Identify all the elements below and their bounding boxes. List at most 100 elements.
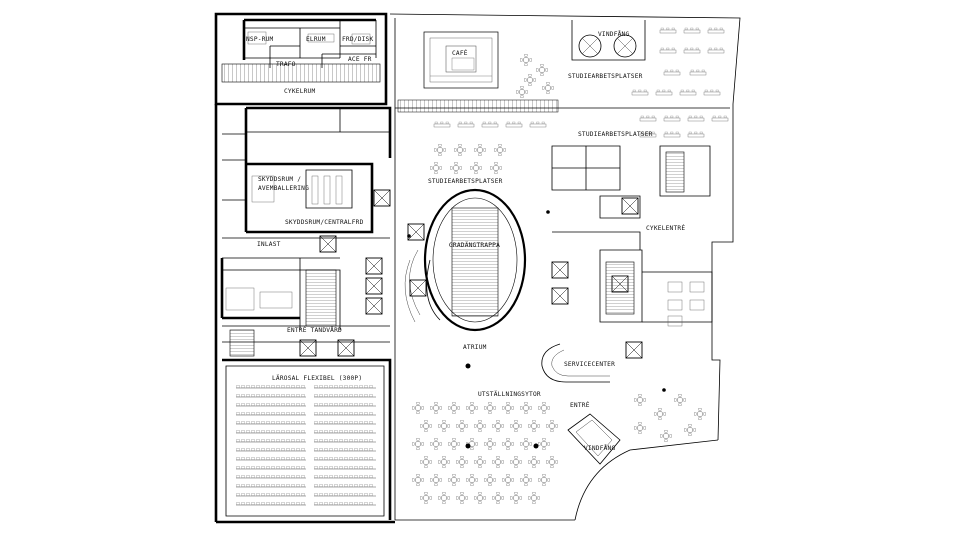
label-gradangtrappa: GRADÄNGTRAPPA: [449, 240, 500, 249]
label-entre-tandvard: ENTRÉ TANDVÅRD: [287, 325, 342, 334]
seat: [291, 448, 295, 451]
seat: [266, 466, 270, 469]
seat: [349, 421, 353, 424]
seat: [256, 394, 260, 397]
seat: [281, 439, 285, 442]
seat: [246, 484, 250, 487]
seat: [314, 403, 318, 406]
round-table: [527, 419, 541, 433]
round-table: [683, 423, 697, 437]
seat: [329, 502, 333, 505]
seat: [301, 430, 305, 433]
seat: [291, 421, 295, 424]
label-vindfang-bottom: VINDFÅNG: [584, 443, 615, 452]
seat: [286, 403, 290, 406]
seat: [324, 493, 328, 496]
seat: [296, 457, 300, 460]
seat: [339, 475, 343, 478]
seat: [329, 394, 333, 397]
seat: [291, 484, 295, 487]
seat: [236, 439, 240, 442]
seat: [324, 466, 328, 469]
seat: [296, 502, 300, 505]
seat: [329, 430, 333, 433]
seat: [319, 475, 323, 478]
round-table: [437, 455, 451, 469]
seat: [291, 430, 295, 433]
seat: [236, 502, 240, 505]
round-table: [633, 393, 647, 407]
round-table: [429, 401, 443, 415]
desk-row: [663, 131, 681, 138]
seat: [354, 385, 358, 388]
seat: [291, 493, 295, 496]
seat: [319, 430, 323, 433]
seat: [281, 448, 285, 451]
seat: [296, 385, 300, 388]
seat: [261, 412, 265, 415]
round-table: [473, 143, 487, 157]
seat: [324, 430, 328, 433]
seat: [296, 484, 300, 487]
seat: [296, 403, 300, 406]
seat: [236, 421, 240, 424]
seat: [314, 421, 318, 424]
central-stair: [404, 188, 527, 332]
seat: [266, 457, 270, 460]
seat: [281, 484, 285, 487]
seat: [344, 484, 348, 487]
seat: [324, 385, 328, 388]
label-servicecenter: SERVICECENTER: [564, 361, 615, 368]
seat: [256, 457, 260, 460]
seat: [314, 412, 318, 415]
seat: [334, 394, 338, 397]
seat: [301, 412, 305, 415]
seat: [266, 403, 270, 406]
seat: [314, 448, 318, 451]
seat: [256, 385, 260, 388]
round-table: [455, 419, 469, 433]
seat: [329, 385, 333, 388]
seat: [276, 394, 280, 397]
seat: [291, 403, 295, 406]
label-trafo: TRAFO: [276, 61, 296, 68]
label-studie-center: STUDIEARBETSPLATSER: [428, 178, 503, 185]
seat: [339, 394, 343, 397]
seat: [256, 484, 260, 487]
round-table: [537, 473, 551, 487]
seat: [251, 403, 255, 406]
seat: [296, 475, 300, 478]
desk-row: [505, 121, 523, 128]
desk-row: [687, 131, 705, 138]
seat: [354, 394, 358, 397]
seat: [246, 412, 250, 415]
seat: [236, 385, 240, 388]
seat: [286, 484, 290, 487]
round-table: [509, 491, 523, 505]
seat: [296, 430, 300, 433]
seat: [236, 430, 240, 433]
round-table: [469, 161, 483, 175]
round-table: [673, 393, 687, 407]
round-table: [429, 473, 443, 487]
seat: [291, 394, 295, 397]
seat: [349, 502, 353, 505]
lecture-hall: [222, 358, 392, 520]
seat: [329, 421, 333, 424]
seat: [339, 457, 343, 460]
seat: [266, 430, 270, 433]
seat: [314, 394, 318, 397]
seat: [324, 484, 328, 487]
seat: [286, 412, 290, 415]
seat: [236, 412, 240, 415]
seat: [354, 493, 358, 496]
label-studie-top: STUDIEARBETSPLATSER: [568, 73, 643, 80]
seat: [266, 475, 270, 478]
round-table: [453, 143, 467, 157]
seat: [314, 439, 318, 442]
label-cafe: CAFÉ: [452, 48, 468, 57]
round-table: [483, 401, 497, 415]
seat: [236, 475, 240, 478]
seat: [256, 466, 260, 469]
